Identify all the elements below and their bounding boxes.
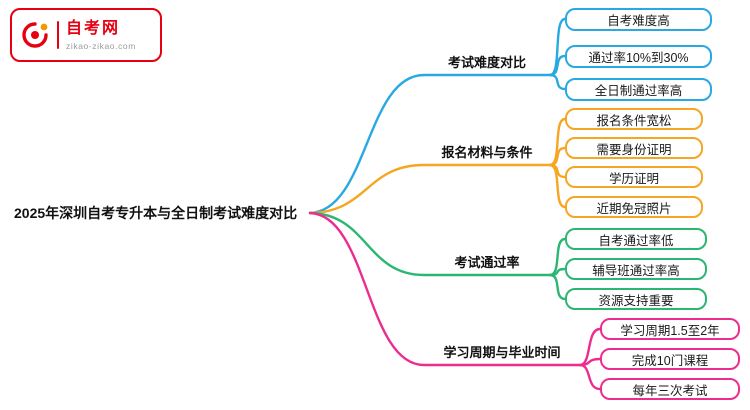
leaf-node: 自考通过率低 [565, 228, 707, 250]
logo-subtitle: zikao-zikao.com [66, 40, 136, 51]
leaf-link [578, 357, 602, 367]
logo-icon [20, 20, 50, 50]
leaf-node: 自考难度高 [565, 8, 712, 31]
leaf-node: 通过率10%到30% [565, 45, 712, 68]
branch-node-pass-rate: 考试通过率 [454, 255, 520, 270]
leaf-node: 全日制通过率高 [565, 78, 712, 101]
branch-node-study-cycle: 学习周期与毕业时间 [443, 345, 561, 360]
leaf-node: 资源支持重要 [565, 288, 707, 310]
logo-divider [57, 21, 59, 49]
leaf-node: 需要身份证明 [565, 137, 703, 159]
leaf-node: 完成10门课程 [600, 348, 740, 370]
branch-3-link [308, 211, 552, 277]
branch-node-exam-difficulty: 考试难度对比 [447, 55, 526, 70]
site-logo[interactable]: 自考网 zikao-zikao.com [10, 8, 162, 62]
leaf-link [548, 73, 567, 91]
logo-title: 自考网 [66, 20, 121, 38]
branch-1-link [308, 73, 552, 215]
central-topic: 2025年深圳自考专升本与全日制考试难度对比 [14, 205, 298, 221]
leaf-node: 学习周期1.5至2年 [600, 318, 740, 340]
branch-node-materials: 报名材料与条件 [441, 145, 533, 160]
leaf-node: 学历证明 [565, 166, 703, 188]
branch-2-link [308, 163, 552, 215]
leaf-link [548, 273, 567, 301]
leaf-node: 每年三次考试 [600, 378, 740, 400]
leaf-node: 近期免冠照片 [565, 196, 703, 218]
branch-4-link [308, 211, 582, 367]
leaf-node: 报名条件宽松 [565, 108, 703, 130]
leaf-node: 辅导班通过率高 [565, 258, 707, 280]
leaf-link [548, 163, 567, 209]
leaf-link [578, 363, 602, 391]
